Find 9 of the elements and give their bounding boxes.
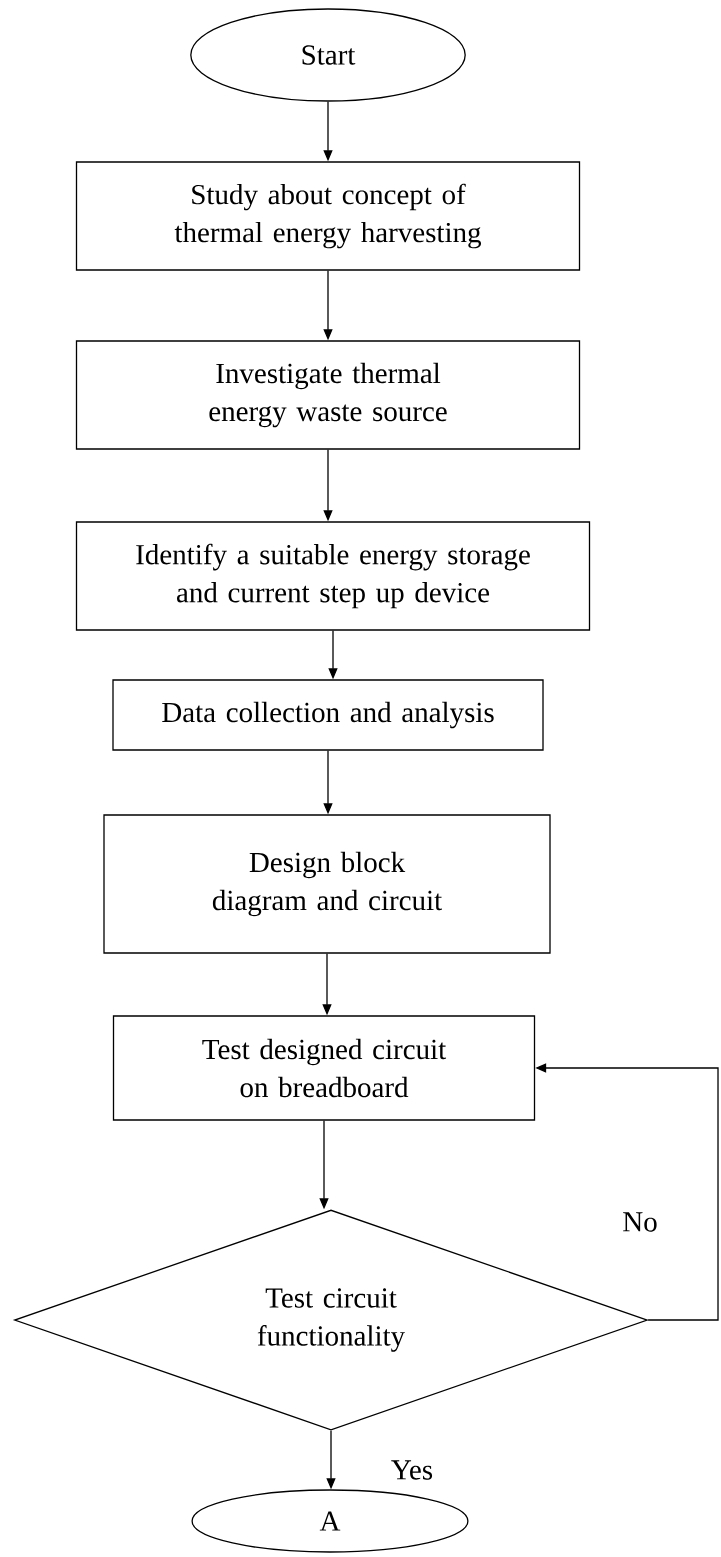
terminal-oval: A [191, 1489, 469, 1553]
process-box: Study about concept of thermal energy harvesting [75, 161, 581, 271]
process-box: Identify a suitable energy storage and current step up device [75, 521, 591, 631]
edge-label: Yes [389, 1459, 435, 1481]
process-box: Data collection and analysis [112, 679, 544, 751]
process-box: Test designed circuit on breadboard [112, 1015, 536, 1121]
process-box: Investigate thermal energy waste source [75, 340, 581, 450]
process-box: Design block diagram and circuit [103, 814, 551, 954]
terminal-oval: Start [190, 8, 466, 102]
